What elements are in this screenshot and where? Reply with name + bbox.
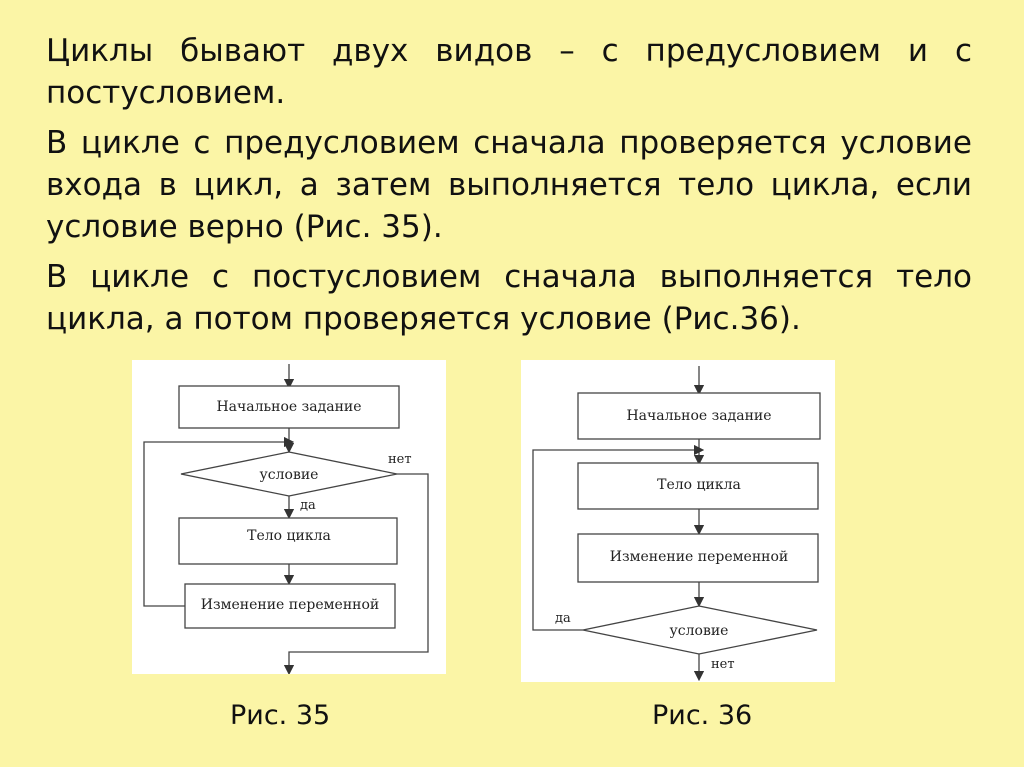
caption-fig36: Рис. 36 [652, 700, 753, 731]
change-label: Изменение переменной [610, 549, 789, 565]
change-box [577, 533, 819, 583]
init-box [577, 392, 821, 440]
no-label: нет [388, 452, 412, 467]
slide-text: Циклы бывают двух видов – с предусловием… [46, 30, 972, 348]
yes-loop-back-line [532, 444, 705, 631]
no-branch-line [283, 473, 429, 674]
paragraph-postcondition: В цикле с постусловием сначала выполняет… [46, 259, 972, 337]
yes-label: да [300, 498, 316, 513]
flowchart-postcondition-svg: Начальное задание Тело цикла Изменение п… [532, 366, 821, 682]
yes-label: да [555, 611, 571, 626]
body-label: Тело цикла [247, 528, 331, 544]
change-label: Изменение переменной [201, 597, 380, 613]
condition-label: условие [260, 467, 319, 483]
flowchart-precondition: Начальное задание условие да нет Тело ци… [132, 360, 446, 674]
init-label: Начальное задание [626, 408, 771, 424]
change-box [184, 583, 396, 629]
body-box [577, 462, 819, 510]
flowchart-postcondition: Начальное задание Тело цикла Изменение п… [521, 360, 835, 682]
init-label: Начальное задание [216, 399, 361, 415]
condition-label: условие [670, 623, 729, 639]
paragraph-precondition: В цикле с предусловием сначала проверяет… [46, 125, 972, 245]
paragraph-loop-types: Циклы бывают двух видов – с предусловием… [46, 33, 972, 111]
body-label: Тело цикла [657, 477, 741, 493]
loop-back-line [143, 436, 295, 607]
flowchart-precondition-svg: Начальное задание условие да нет Тело ци… [143, 364, 429, 674]
body-box [178, 517, 398, 565]
caption-fig35: Рис. 35 [230, 700, 331, 731]
no-label: нет [711, 657, 735, 672]
